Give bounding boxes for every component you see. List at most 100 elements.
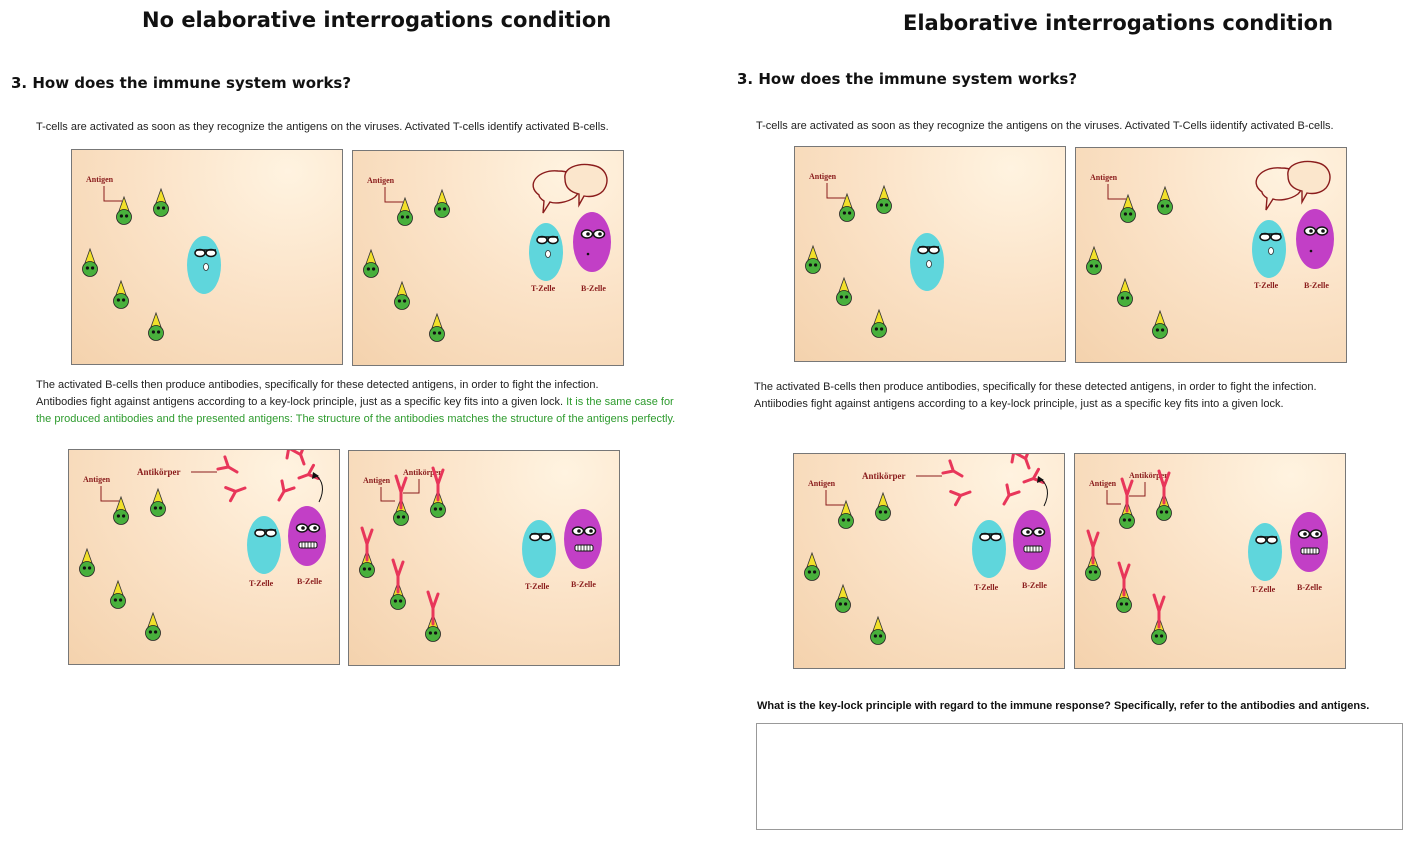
left-question-heading: 3. How does the immune system works?	[11, 74, 352, 92]
antigen-virus	[1120, 193, 1136, 223]
antigen-label: Antigen	[83, 475, 111, 484]
label-pointers	[380, 479, 420, 502]
bcell	[573, 212, 611, 272]
figure-tcell-recognition: Antigen	[805, 172, 944, 338]
antigen-virus	[875, 491, 891, 521]
antigen-virus	[1156, 491, 1172, 521]
antibody	[289, 450, 306, 466]
antigen-virus	[835, 583, 851, 613]
tcell-label: T-Zelle	[525, 582, 550, 591]
antigen-virus	[394, 280, 410, 310]
antigen-virus	[839, 192, 855, 222]
antibody-bound	[1157, 469, 1171, 505]
antigen-label: Antigen	[809, 172, 837, 181]
antigen-virus	[150, 487, 166, 517]
antigen-virus	[363, 248, 379, 278]
antibody-label: Antikörper	[862, 471, 906, 481]
speech-bubble	[1255, 167, 1304, 211]
antigen-virus	[805, 244, 821, 274]
tcell	[529, 223, 563, 281]
antigen-virus	[1151, 615, 1167, 645]
bcell-label: B-Zelle	[1304, 281, 1329, 290]
bcell-label: B-Zelle	[297, 577, 322, 586]
antibody	[277, 479, 296, 502]
antigen-virus	[145, 611, 161, 641]
antibody-bound	[431, 466, 445, 502]
bcell	[1013, 510, 1051, 570]
tcell	[1248, 523, 1282, 581]
tcell-label: T-Zelle	[974, 583, 999, 592]
antibody	[281, 450, 299, 460]
elaboration-prompt: What is the key-lock principle with rega…	[757, 700, 1370, 712]
antigen-virus	[876, 184, 892, 214]
left-paragraph-2-line-2: Antibodies fight against antigens accord…	[36, 396, 674, 408]
answer-input[interactable]	[756, 723, 1403, 830]
antibody-label: Antikörper	[403, 468, 442, 477]
arrow-head	[1037, 476, 1044, 483]
antigen-virus	[397, 196, 413, 226]
antigen-pointer	[103, 186, 122, 202]
left-paragraph-2-line-1: The activated B-cells then produce antib…	[36, 379, 599, 391]
antibody	[1002, 483, 1021, 506]
antibody-bound	[1120, 477, 1134, 513]
antigen-virus	[116, 195, 132, 225]
left-panel-1: Antigen	[71, 149, 343, 365]
antigen-virus	[393, 496, 409, 526]
tcell-label: T-Zelle	[1251, 585, 1276, 594]
antigen-virus	[1152, 309, 1168, 339]
tcell	[1252, 220, 1286, 278]
right-title: Elaborative interrogations condition	[903, 11, 1334, 35]
antibody-bound	[360, 526, 374, 562]
antigen-pointer	[1107, 184, 1126, 200]
left-title: No elaborative interrogations condition	[142, 8, 612, 32]
antibody	[216, 455, 239, 474]
tcell	[910, 233, 944, 291]
antibody	[949, 490, 972, 507]
antigen-virus	[148, 311, 164, 341]
antibody	[224, 486, 247, 503]
antigen-label: Antigen	[363, 476, 391, 485]
antigen-virus	[838, 499, 854, 529]
antibody	[1006, 454, 1024, 464]
right-panel-1: Antigen	[794, 146, 1066, 362]
antibody	[941, 459, 964, 478]
bcell	[1296, 209, 1334, 269]
antigen-pointer	[100, 486, 119, 502]
antigen-virus	[871, 308, 887, 338]
antigen-pointer	[826, 183, 845, 199]
bcell-label: B-Zelle	[571, 580, 596, 589]
antigen-virus	[113, 279, 129, 309]
bcell	[288, 506, 326, 566]
bcell	[1290, 512, 1328, 572]
antigen-virus	[1157, 185, 1173, 215]
bcell-label: B-Zelle	[1022, 581, 1047, 590]
antigen-label: Antigen	[1089, 479, 1117, 488]
left-paragraph-2: The activated B-cells then produce antib…	[36, 377, 675, 428]
arrow-head	[312, 472, 319, 479]
antigen-virus	[153, 187, 169, 217]
tcell-label: T-Zelle	[249, 579, 274, 588]
antigen-virus	[425, 612, 441, 642]
bcell-label: B-Zelle	[581, 284, 606, 293]
bcell	[564, 509, 602, 569]
tcell-label: T-Zelle	[531, 284, 556, 293]
tcell	[247, 516, 281, 574]
antigen-virus	[113, 495, 129, 525]
antibody-label: Antikörper	[1129, 471, 1168, 480]
right-paragraph-2: The activated B-cells then produce antib…	[754, 379, 1317, 413]
antibody	[1014, 454, 1031, 470]
antigen-virus	[110, 579, 126, 609]
tcell	[522, 520, 556, 578]
antigen-virus	[836, 276, 852, 306]
antibody-bound	[1117, 561, 1131, 597]
antigen-label: Antigen	[367, 176, 395, 185]
antigen-pointer	[384, 187, 403, 203]
